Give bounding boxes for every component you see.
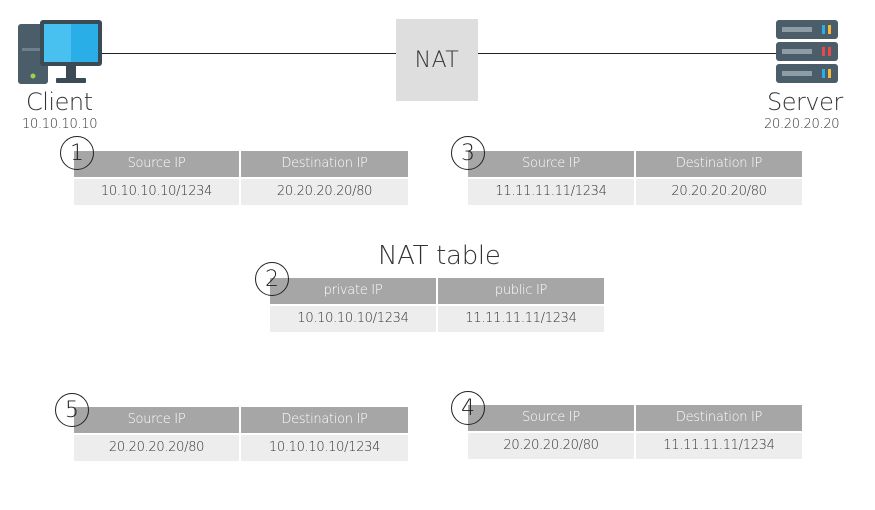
table-cell: 10.10.10.10/1234	[270, 306, 436, 332]
table-cell: 20.20.20.20/80	[241, 179, 408, 205]
step-2-circle: 2	[255, 262, 289, 296]
client-label: Client	[26, 88, 93, 116]
step-3-circle: 3	[451, 136, 485, 170]
table-cell: 20.20.20.20/80	[636, 179, 802, 205]
step-1-circle: 1	[60, 136, 94, 170]
packet-table-step-5: Source IP Destination IP 20.20.20.20/80 …	[74, 407, 408, 461]
table-cell: 11.11.11.11/1234	[468, 179, 634, 205]
table-header: Destination IP	[241, 407, 408, 433]
client-ip: 10.10.10.10	[22, 117, 98, 132]
table-header: Source IP	[74, 151, 239, 177]
table-header: Destination IP	[241, 151, 408, 177]
table-cell: 11.11.11.11/1234	[636, 433, 802, 459]
table-header: private IP	[270, 278, 436, 304]
table-cell: 20.20.20.20/80	[74, 435, 239, 461]
server-ip: 20.20.20.20	[764, 117, 840, 132]
server-label: Server	[767, 88, 843, 116]
table-header: Destination IP	[636, 405, 802, 431]
nat-table: private IP public IP 10.10.10.10/1234 11…	[270, 278, 604, 332]
table-header: Source IP	[468, 405, 634, 431]
packet-table-step-3: Source IP Destination IP 11.11.11.11/123…	[468, 151, 802, 205]
table-header: Destination IP	[636, 151, 802, 177]
table-cell: 20.20.20.20/80	[468, 433, 634, 459]
table-header: Source IP	[74, 407, 239, 433]
table-header: Source IP	[468, 151, 634, 177]
table-header: public IP	[438, 278, 604, 304]
packet-table-step-1: Source IP Destination IP 10.10.10.10/123…	[74, 151, 408, 205]
packet-table-step-4: Source IP Destination IP 20.20.20.20/80 …	[468, 405, 802, 459]
table-cell: 10.10.10.10/1234	[74, 179, 239, 205]
nat-box: NAT	[396, 19, 478, 101]
nat-table-title: NAT table	[378, 241, 501, 271]
table-cell: 10.10.10.10/1234	[241, 435, 408, 461]
computer-icon	[18, 20, 102, 84]
step-5-circle: 5	[55, 393, 89, 427]
server-icon	[776, 20, 838, 83]
client-nat-link	[100, 53, 396, 54]
nat-server-link	[478, 53, 778, 54]
step-4-circle: 4	[451, 391, 485, 425]
table-cell: 11.11.11.11/1234	[438, 306, 604, 332]
